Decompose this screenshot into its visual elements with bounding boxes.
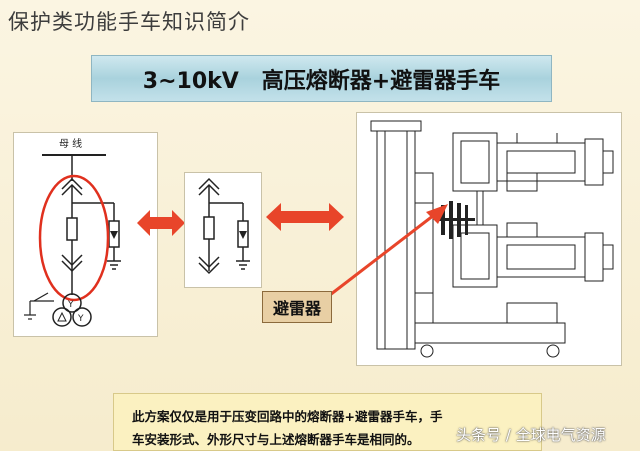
- busbar-label: 母 线: [59, 137, 82, 150]
- schematic-panel-left: 母 线 Y Y: [13, 132, 158, 337]
- note-box: 此方案仅仅是用于压变回路中的熔断器+避雷器手车，手 车安装形式、外形尺寸与上述熔…: [113, 393, 542, 451]
- single-line-schematic: 母 线 Y Y: [24, 137, 121, 327]
- double-arrow-left: [137, 210, 185, 236]
- note-line-2: 车安装形式、外形尺寸与上述熔断器手车是相同的。: [132, 432, 420, 447]
- svg-text:Y: Y: [67, 300, 74, 310]
- schematic-panel-mid: [184, 172, 262, 288]
- handcart-drawing-panel: [356, 112, 622, 366]
- note-line-1: 此方案仅仅是用于压变回路中的熔断器+避雷器手车，手: [132, 409, 443, 424]
- slide-title: 保护类功能手车知识简介: [8, 10, 250, 34]
- arrester-label: 避雷器: [262, 291, 332, 323]
- watermark: 头条号 / 全球电气资源: [456, 426, 606, 444]
- pointer-arrow: [325, 204, 448, 300]
- title-banner: 3~10kV 高压熔断器+避雷器手车: [91, 55, 552, 102]
- svg-text:Y: Y: [77, 314, 84, 324]
- handcart-schematic: [198, 177, 250, 275]
- double-arrow-right: [266, 203, 344, 231]
- handcart-mechanical-drawing: [370, 120, 614, 358]
